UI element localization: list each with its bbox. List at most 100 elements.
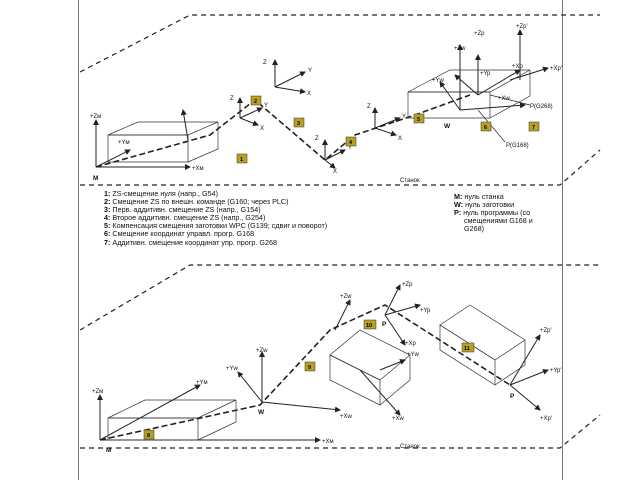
badge-4: 4 [345, 136, 357, 147]
top-zp: +Zp [474, 31, 485, 37]
bottom-ym: +Yм [196, 380, 208, 386]
badge-5: 5 [413, 113, 425, 124]
svg-text:10: 10 [366, 323, 372, 329]
bottom-zw1: +Zw [256, 348, 268, 354]
bottom-zw2: +Zw [340, 294, 352, 300]
bottom-p2: P [510, 393, 515, 400]
bottom-workpiece-1: +Zw +Yw +Xw [329, 294, 420, 422]
bottom-p: P [382, 321, 387, 328]
svg-text:7: 7 [532, 125, 535, 131]
svg-text:8: 8 [147, 433, 150, 439]
top-zp2: +Zp' [516, 24, 528, 30]
bottom-xp: +Xp [405, 341, 417, 347]
top-z4: Z [367, 104, 371, 110]
bottom-machine-outline-lower [80, 414, 601, 449]
top-z2: Z [230, 96, 234, 102]
bottom-xp2: +Xp' [540, 416, 552, 422]
top-machine-outline-lower [80, 149, 601, 186]
bottom-offset-path [99, 304, 511, 441]
bottom-machine-outline [79, 264, 600, 331]
top-w: W [444, 123, 451, 130]
legend-item: 1: ZS-смещение нуля (напр., G54) [104, 189, 219, 198]
top-zw: +Zw [454, 46, 466, 52]
top-ym-label: +Yм [118, 140, 130, 146]
top-yp: +Yp [480, 71, 491, 77]
bottom-zm: +Zм [92, 389, 103, 395]
top-z1: Z [263, 60, 267, 66]
top-p-g268: P(G268) [530, 104, 553, 110]
top-xp2: +Xp' [550, 66, 562, 72]
top-xw: +Xw [498, 96, 511, 102]
badge-11: 11 [461, 342, 475, 353]
badges: 1 2 3 4 5 6 7 8 9 10 11 [143, 95, 540, 440]
top-m-axes: +Zм +Yм +Xм M [90, 114, 204, 182]
bottom-w: W [258, 409, 265, 416]
bottom-yw1: +Yw [226, 366, 239, 372]
badge-9: 9 [304, 361, 316, 372]
bottom-w-axes: +Zw +Yw +Xw W [226, 348, 353, 420]
legend-left: 1: ZS-смещение нуля (напр., G54) 2: Смещ… [104, 189, 328, 247]
bottom-yw2: +Yw [407, 352, 420, 358]
top-zm-label: +Zм [90, 114, 101, 120]
top-zs-axes: Z Y X Z Y X Z Y X Z Y X [230, 59, 406, 175]
bottom-panel: Станок +Zм +Yм +Xм M +Zw +Yw +Xw W [79, 264, 601, 454]
top-y1: Y [308, 68, 312, 74]
top-ym-arrow [180, 109, 189, 141]
legend-item: 2: Смещение ZS по внешн. команде (G160; … [104, 197, 289, 207]
top-box-side [187, 122, 219, 163]
top-x2: X [260, 126, 264, 132]
top-y3: Y [348, 145, 352, 151]
top-x3: X [333, 169, 337, 175]
legend-item: W: нуль заготовки [454, 200, 515, 210]
top-offset-path [95, 94, 471, 168]
badge-10: 10 [363, 319, 377, 330]
legend-item: 5: Компенсация смещения заготовки WPC (G… [104, 221, 328, 231]
bottom-m-axes: +Zм +Yм +Xм M [92, 380, 334, 454]
top-panel: Станок +Zм +Yм +Xм M Z Y X [79, 14, 601, 186]
bottom-yp: +Yp [420, 308, 431, 314]
top-machine-label: Станок [400, 178, 420, 184]
badge-3: 3 [293, 117, 305, 128]
legend-item: 4: Второе аддитивн. смещение ZS (напр., … [104, 213, 266, 223]
svg-text:9: 9 [308, 365, 311, 371]
top-y4: Y [402, 114, 406, 120]
top-y2: Y [264, 103, 268, 109]
bottom-box-top [107, 399, 237, 419]
bottom-xm: +Xм [322, 439, 334, 445]
top-x1: X [307, 91, 311, 97]
top-z3: Z [315, 136, 319, 142]
legend-item: смещениями G168 и [464, 216, 533, 226]
top-p-g168: P(G168) [506, 143, 529, 149]
top-machine-outline [79, 14, 600, 73]
legend-right: M: нуль станка W: нуль заготовки P: нуль… [454, 192, 533, 234]
legend-item: 7: Аддитивн. смещение координат упр. про… [104, 237, 277, 247]
legend-item: G268) [464, 224, 484, 234]
badge-7: 7 [528, 121, 540, 132]
badge-8: 8 [143, 429, 155, 440]
bottom-workpiece-2: +Zp' +Yp' +Xp' P [439, 304, 562, 422]
bottom-box-side [197, 400, 237, 441]
top-xm-label: +Xм [192, 166, 204, 172]
legend-item: 6: Смещение координат управл. прогр. G16… [104, 229, 255, 239]
bottom-yp2: +Yp' [550, 368, 562, 374]
top-x4: X [398, 136, 402, 142]
svg-text:1: 1 [240, 157, 243, 163]
bottom-xw2: +Xw [392, 416, 405, 422]
badge-1: 1 [236, 153, 248, 164]
svg-text:5: 5 [417, 117, 420, 123]
legend-item: 3: Перв. аддитивн. смещение ZS (напр., G… [104, 205, 261, 215]
legend-item: P: нуль программы (со [454, 208, 531, 218]
bottom-zp2: +Zp' [540, 328, 552, 334]
legend-item: M: нуль станка [454, 192, 504, 201]
bottom-p-axes: +Zp +Yp +Xp P [382, 282, 431, 347]
svg-text:4: 4 [349, 140, 353, 146]
badge-2: 2 [250, 95, 262, 106]
svg-text:11: 11 [464, 346, 470, 352]
bottom-zp: +Zp [402, 282, 413, 288]
bottom-xw1: +Xw [340, 414, 353, 420]
top-m-label: M [93, 175, 98, 182]
svg-text:3: 3 [297, 121, 300, 127]
top-yw: +Yw [432, 78, 445, 84]
bottom-m: M [106, 447, 111, 454]
